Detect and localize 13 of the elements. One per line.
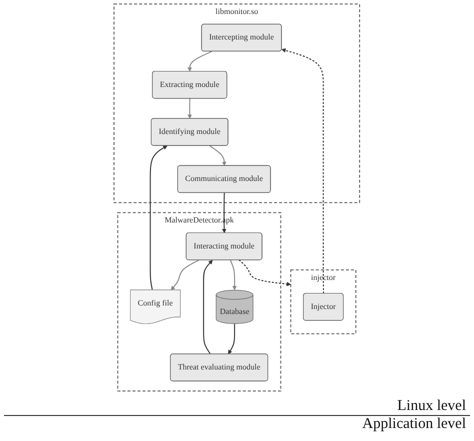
- arrow: [150, 146, 168, 290]
- arrow: [188, 98, 192, 119]
- level-label: Application level: [361, 416, 467, 433]
- arrow: [170, 260, 200, 290]
- arrow: [222, 192, 227, 234]
- arrow: [228, 324, 236, 354]
- level-label: Linux level: [396, 398, 467, 415]
- arrow: [230, 260, 237, 290]
- arrow: [238, 259, 292, 286]
- arrow: [210, 145, 227, 166]
- arrow: [282, 48, 324, 294]
- arrow: [188, 50, 212, 72]
- arrow: [203, 260, 213, 354]
